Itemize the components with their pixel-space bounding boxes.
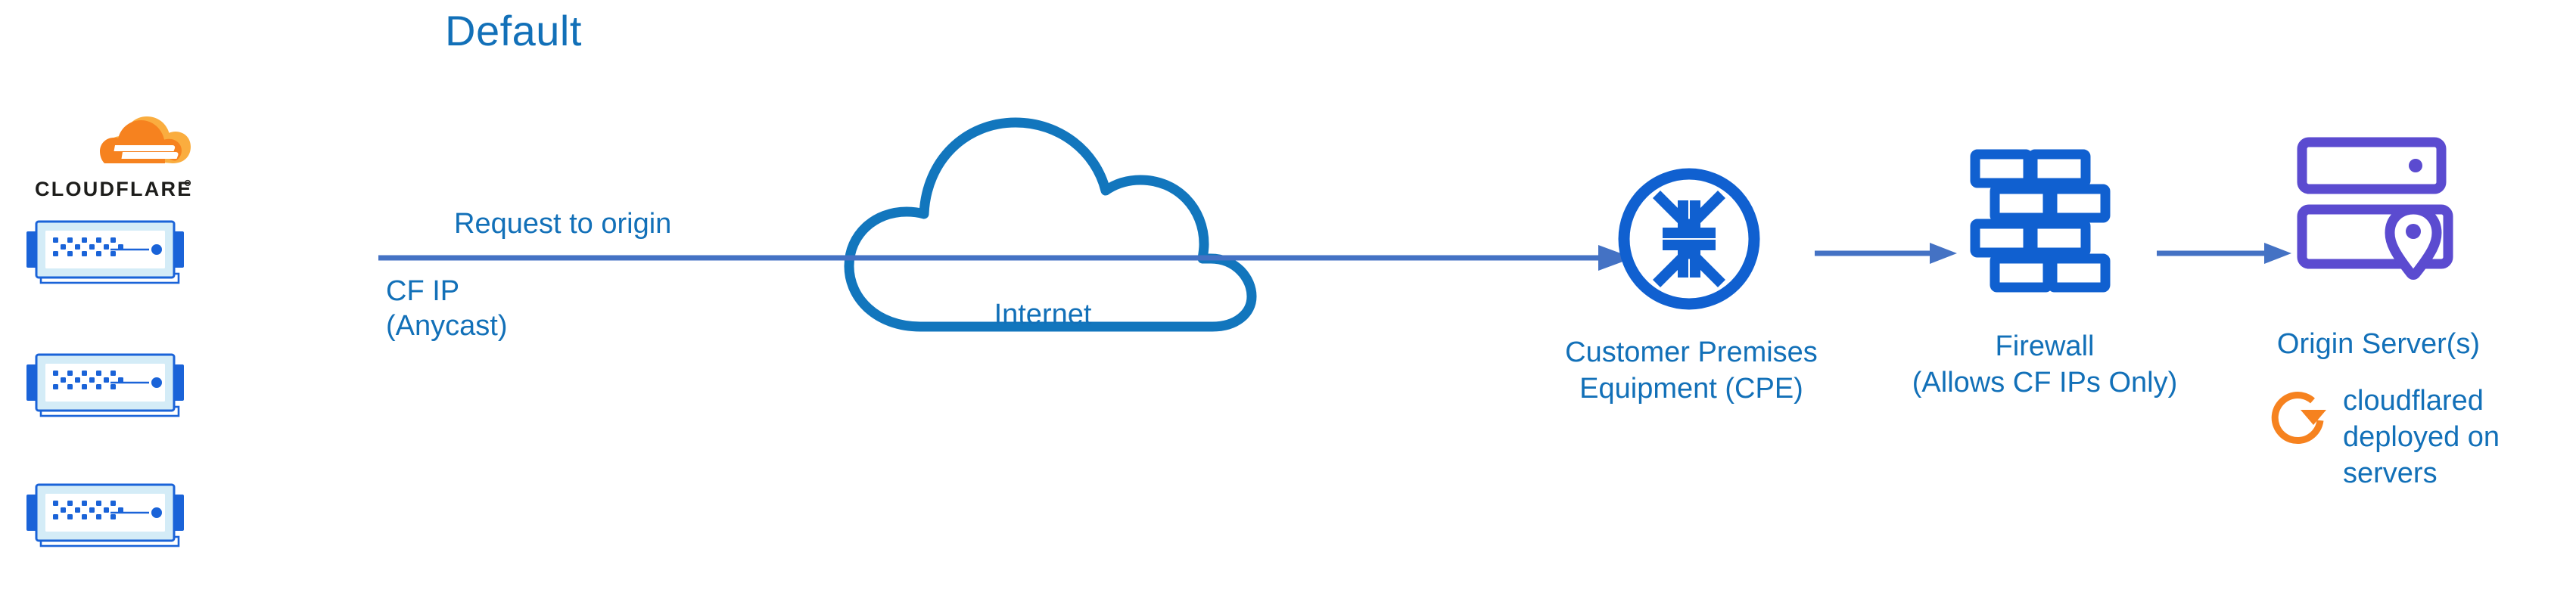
refresh-cycle-icon [2271, 392, 2326, 444]
cloudflared-line-2: deployed on [2343, 421, 2500, 453]
edge-server-unit [26, 353, 184, 417]
cloud-icon [844, 117, 1257, 332]
cpe-label-line-2: Equipment (CPE) [1579, 373, 1803, 405]
arrow-edge-to-cpe [378, 245, 1633, 271]
cf-ip-line-2: (Anycast) [386, 310, 508, 342]
page-title: Default [445, 7, 582, 54]
arrow-cpe-to-firewall [1815, 243, 1957, 264]
cloudflare-cloud-mark [100, 116, 191, 163]
origin-server-icon [2297, 137, 2453, 280]
cf-ip-line-1: CF IP [386, 275, 460, 307]
cloudflared-note: cloudflared deployed on servers [2270, 383, 2576, 526]
brick-wall-icon [1970, 149, 2111, 293]
cf-ip-anycast-label: CF IP (Anycast) [386, 274, 507, 343]
arrow-firewall-to-origin [2157, 243, 2291, 264]
cpe-label-line-1: Customer Premises [1565, 336, 1818, 368]
edge-server-unit [26, 483, 184, 547]
firewall-label-line-1: Firewall [1995, 330, 2095, 362]
cloudflared-line-1: cloudflared [2343, 385, 2484, 417]
cloudflare-wordmark: CLOUDFLARE R [35, 178, 192, 200]
origin-server-label: Origin Server(s) [2276, 328, 2481, 360]
svg-text:CLOUDFLARE: CLOUDFLARE [35, 178, 192, 200]
request-to-origin-label: Request to origin [454, 208, 672, 240]
cloudflared-line-3: servers [2343, 457, 2438, 489]
cloudflare-logo: CLOUDFLARE R [35, 113, 194, 212]
svg-text:R: R [186, 182, 189, 187]
cloudflared-text: cloudflared deployed on servers [2343, 383, 2540, 492]
cpe-label: Customer Premises Equipment (CPE) [1536, 334, 1846, 407]
firewall-label-line-2: (Allows CF IPs Only) [1912, 367, 2178, 398]
internet-label: Internet [994, 299, 1092, 330]
router-icon [1618, 168, 1760, 310]
edge-server-unit [26, 220, 184, 284]
firewall-label: Firewall (Allows CF IPs Only) [1886, 328, 2204, 401]
